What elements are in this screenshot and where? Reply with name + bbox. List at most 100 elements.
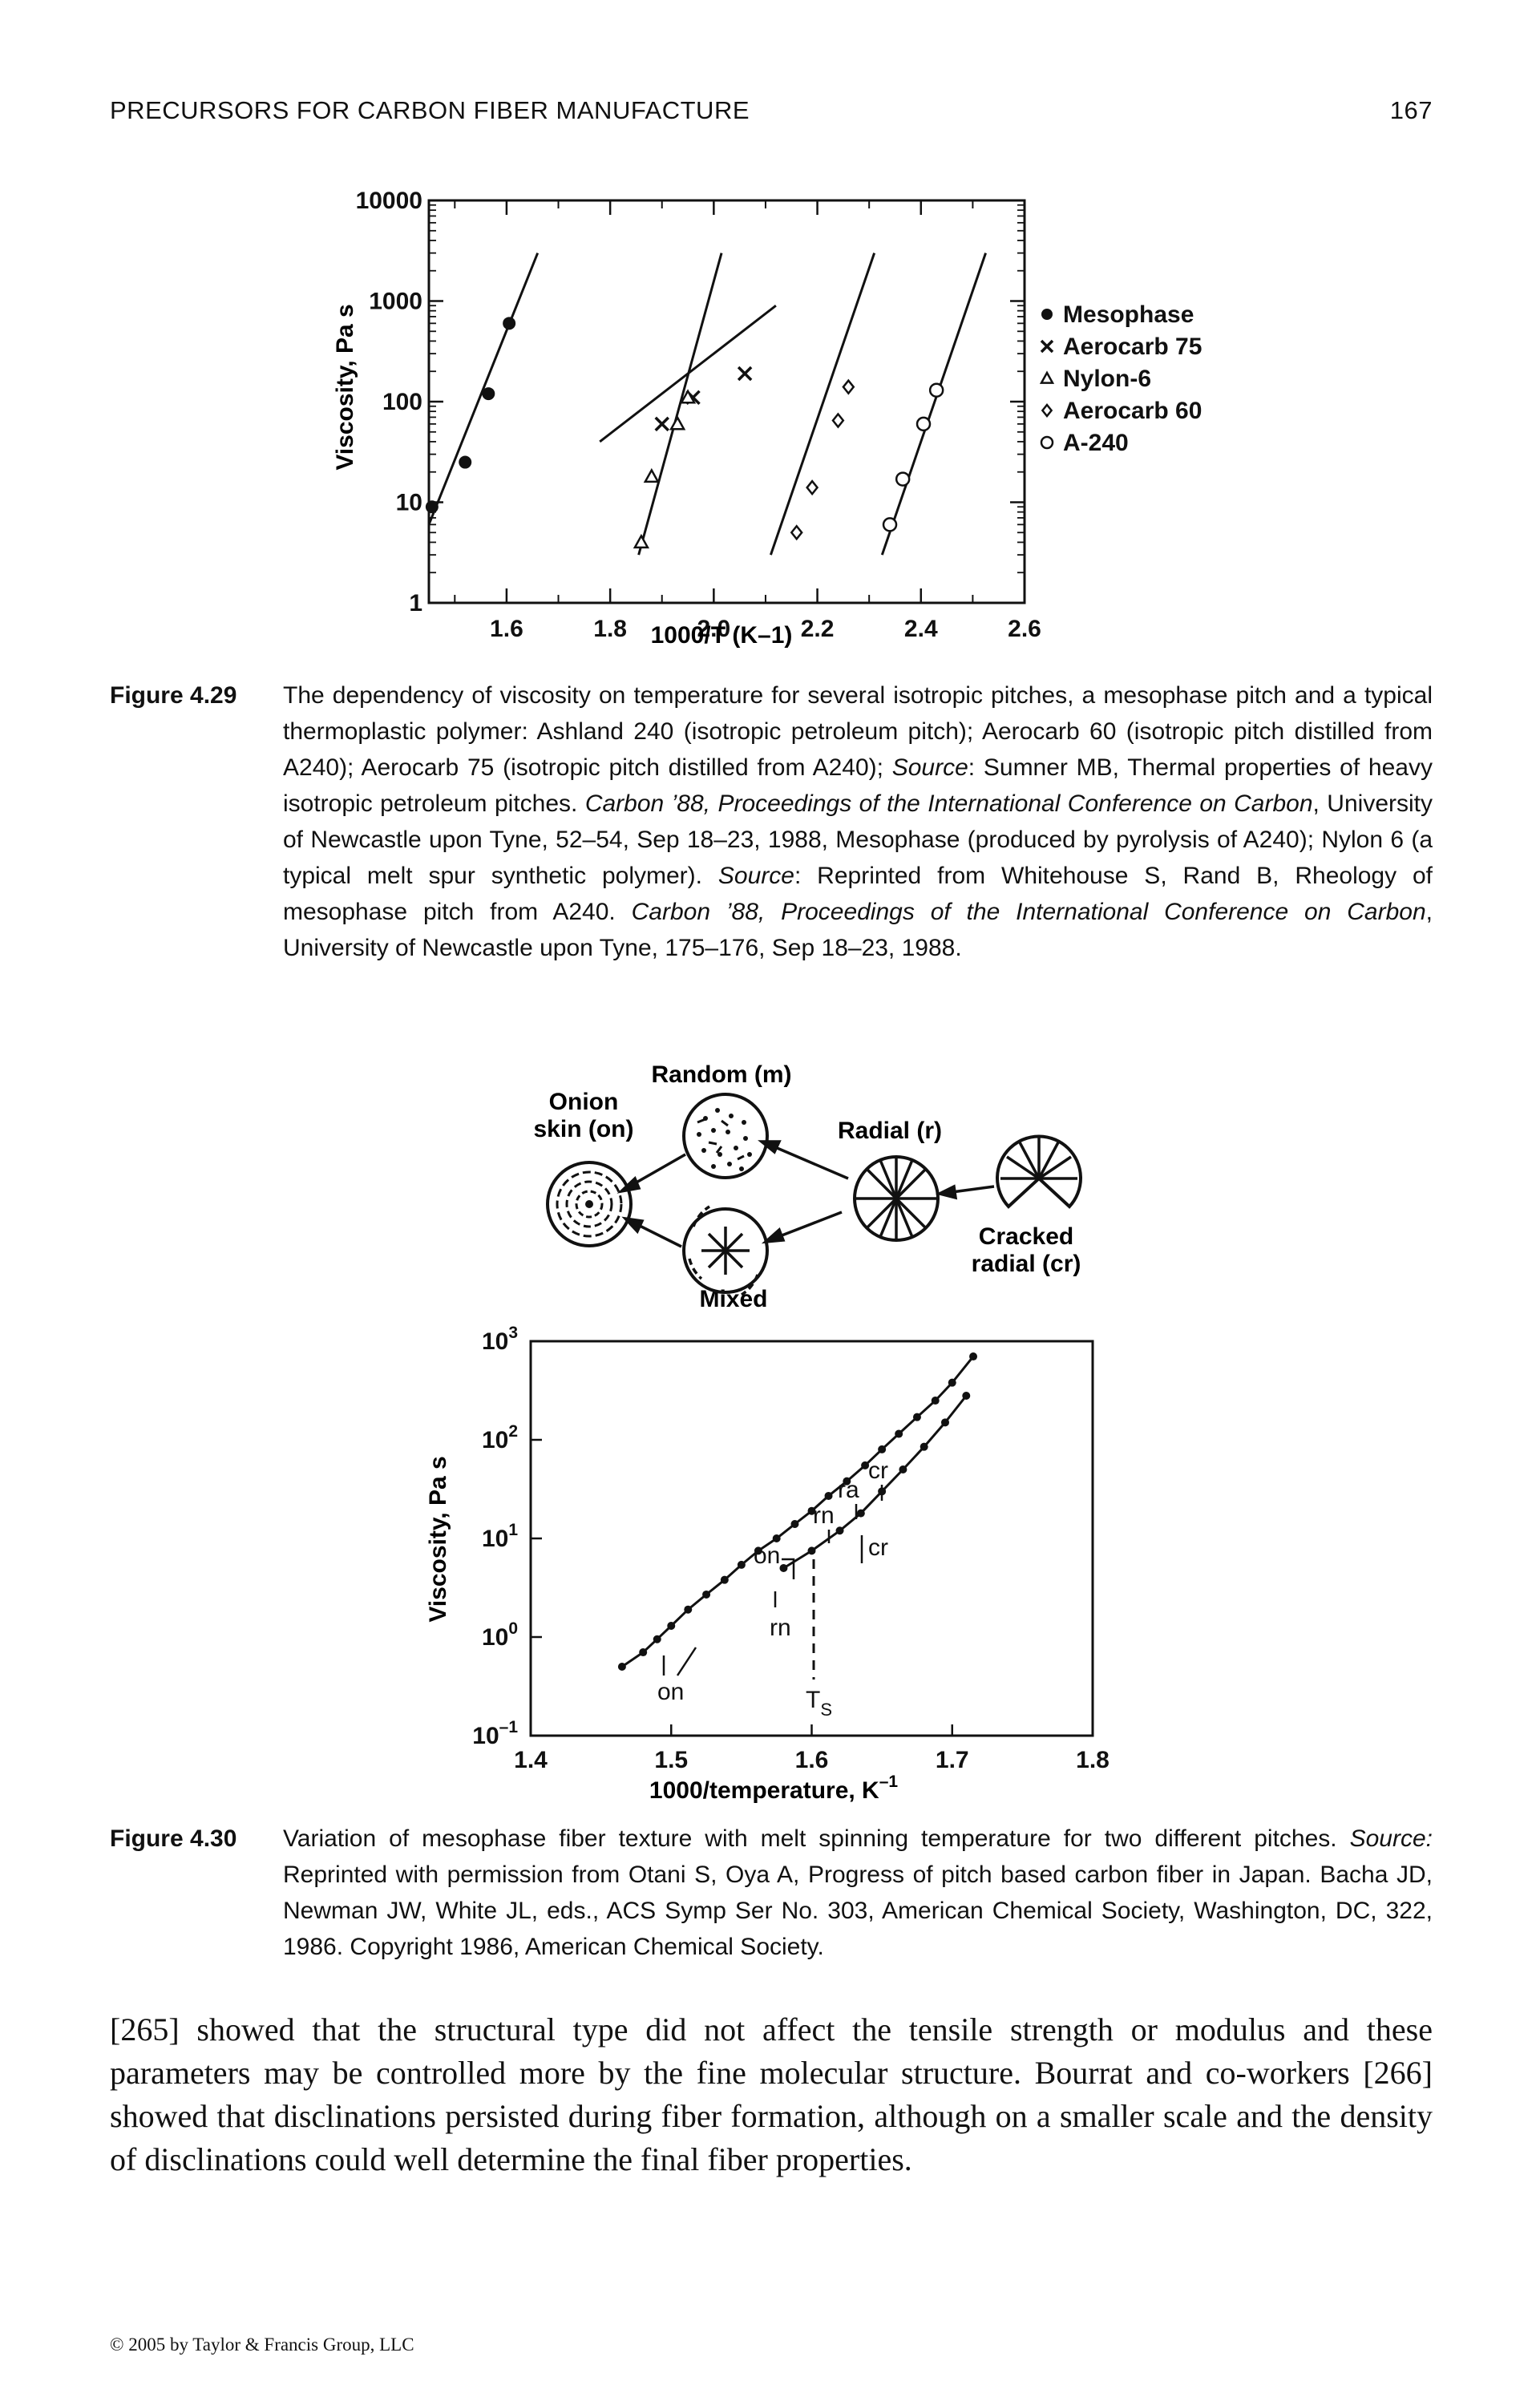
data-point <box>790 1520 799 1529</box>
legend-label: Nylon-6 <box>1063 366 1151 392</box>
running-head: PRECURSORS FOR CARBON FIBER MANUFACTURE … <box>110 96 1433 128</box>
caption-text: The dependency of viscosity on temperatu… <box>283 677 1433 966</box>
annotation-label: on <box>754 1542 780 1569</box>
data-point <box>928 382 944 398</box>
data-point <box>831 412 845 429</box>
texture-label-line: Radial (r) <box>838 1118 942 1144</box>
data-point <box>824 1491 833 1500</box>
data-point <box>878 1445 887 1453</box>
caption-segment: , University of Newcastle upon Tyne, 175… <box>283 899 1433 961</box>
x-tick-label: 2.4 <box>904 616 938 642</box>
y-tick-exponent: 3 <box>508 1324 518 1342</box>
data-point <box>617 1663 626 1672</box>
data-point <box>754 1546 762 1555</box>
chart2-frame <box>529 1340 1094 1737</box>
data-point <box>882 517 898 532</box>
data-point <box>633 533 650 549</box>
caption-segment: Carbon ’88, Proceedings of the Internati… <box>631 899 1426 925</box>
data-point <box>895 1429 903 1438</box>
legend-marker <box>1040 339 1054 354</box>
y-tick-label: 10000 <box>356 188 422 214</box>
legend-marker <box>1041 402 1053 418</box>
texture-label-line: radial (cr) <box>972 1251 1081 1277</box>
legend-marker <box>1039 370 1055 384</box>
data-point <box>702 1590 711 1599</box>
annotation-label: on <box>657 1679 684 1705</box>
x-tick-label: 1.4 <box>514 1747 548 1773</box>
page-number: 167 <box>1389 96 1433 124</box>
y-tick-exponent: 2 <box>508 1422 518 1441</box>
chart2-y-axis-label: Viscosity, Pa s <box>425 1456 451 1622</box>
data-point <box>931 1397 940 1405</box>
annotation-label: rn <box>813 1502 835 1529</box>
chart2-axes <box>529 1340 1094 1737</box>
caption-segment: The dependency of viscosity on temperatu… <box>283 682 1433 781</box>
x-tick-label: 2.0 <box>697 616 730 642</box>
caption-segment: Source <box>891 754 968 781</box>
body-paragraph: [265] showed that the structural type di… <box>110 2011 1433 2177</box>
data-point <box>503 317 516 330</box>
figure-label: Figure 4.30 <box>110 1825 237 1852</box>
data-point <box>835 1526 844 1535</box>
x-tick-label: 1.8 <box>1076 1747 1110 1773</box>
y-tick-label: 100 <box>382 389 422 415</box>
data-point <box>807 1546 816 1555</box>
random-texture-icon <box>682 1093 769 1179</box>
legend-label: Aerocarb 75 <box>1063 334 1202 360</box>
data-point <box>916 416 932 432</box>
annotation-label: cr <box>868 1534 888 1561</box>
fit-line <box>769 253 876 556</box>
legend-label: A-240 <box>1063 430 1129 456</box>
fit-line <box>427 253 540 525</box>
data-point <box>654 416 669 432</box>
data-point <box>861 1461 870 1469</box>
legend-label: Mesophase <box>1063 301 1194 328</box>
radial-texture-icon <box>853 1155 940 1242</box>
running-title: PRECURSORS FOR CARBON FIBER MANUFACTURE <box>110 96 750 124</box>
data-point <box>962 1391 971 1400</box>
chart1-x-axis-label: 1000/T (K–1) <box>651 622 793 649</box>
data-point <box>667 1621 676 1630</box>
data-point <box>779 1564 788 1573</box>
caption-segment: Source: <box>1349 1825 1433 1852</box>
data-point <box>912 1413 921 1421</box>
x-tick-label: 1.6 <box>795 1747 829 1773</box>
texture-label-random: Random (m) <box>652 1061 792 1088</box>
ts-label: TS <box>806 1687 832 1720</box>
caption-segment: Carbon ’88, Proceedings of the Internati… <box>584 790 1313 817</box>
data-point <box>679 389 697 404</box>
y-tick-exponent: 0 <box>508 1619 518 1638</box>
x-tick-label: 1.7 <box>936 1747 969 1773</box>
data-point <box>843 1477 851 1486</box>
ts-subscript: S <box>820 1700 832 1720</box>
caption-segment: Reprinted with permission from Otani S, … <box>283 1862 1433 1960</box>
texture-label-line: skin (on) <box>534 1116 634 1142</box>
data-point <box>669 415 686 431</box>
data-point <box>737 1560 746 1569</box>
copyright-notice: © 2005 by Taylor & Francis Group, LLC <box>110 2335 414 2355</box>
texture-label-radial: Radial (r) <box>838 1118 942 1144</box>
texture-label-line: Random (m) <box>652 1061 792 1088</box>
onion-skin-texture-icon <box>546 1161 633 1247</box>
chart1-fit-lines <box>427 253 987 556</box>
x-tick-label: 1.8 <box>593 616 627 642</box>
annotation-leader <box>782 1558 795 1579</box>
mixed-texture-icon <box>682 1205 769 1296</box>
fit-line <box>637 253 723 556</box>
texture-arrows <box>616 1140 995 1248</box>
data-point <box>720 1575 729 1584</box>
texture-label-line: Onion <box>549 1089 619 1115</box>
data-point <box>940 1418 949 1427</box>
y-tick-label: 10 <box>396 490 422 516</box>
figure-label: Figure 4.29 <box>110 682 237 709</box>
chart1-points <box>425 317 944 549</box>
y-tick-exponent: 1 <box>508 1521 518 1539</box>
fit-line <box>880 253 987 556</box>
y-tick-exponent: –1 <box>499 1718 519 1736</box>
annotation-label: rn <box>770 1615 791 1641</box>
